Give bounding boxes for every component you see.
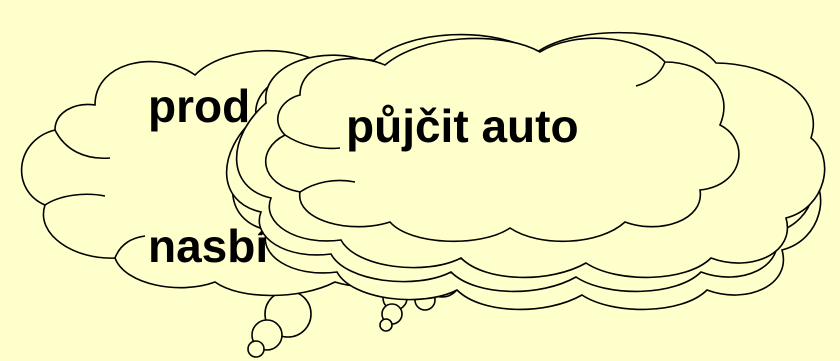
front-tail-bubble-8 [379, 318, 393, 332]
back-cloud-inner-stroke-3 [114, 235, 146, 259]
back-cloud-inner-stroke-2 [44, 193, 106, 206]
back-tail-bubble-3 [247, 340, 265, 358]
front-cloud-text: půjčit auto [346, 100, 579, 152]
front-thought-cloud: půjčit auto [225, 31, 826, 332]
back-cloud-line-2: nasbí [148, 220, 270, 272]
front-cloud-inner-stroke-1 [284, 134, 341, 150]
front-cloud-inner-stroke-2 [299, 179, 356, 193]
back-cloud-inner-stroke-1 [54, 129, 111, 160]
front-cloud-main: půjčit auto [264, 37, 740, 243]
back-cloud-line-1: prod [148, 80, 250, 132]
front-cloud-inner-stroke-3 [635, 61, 666, 87]
